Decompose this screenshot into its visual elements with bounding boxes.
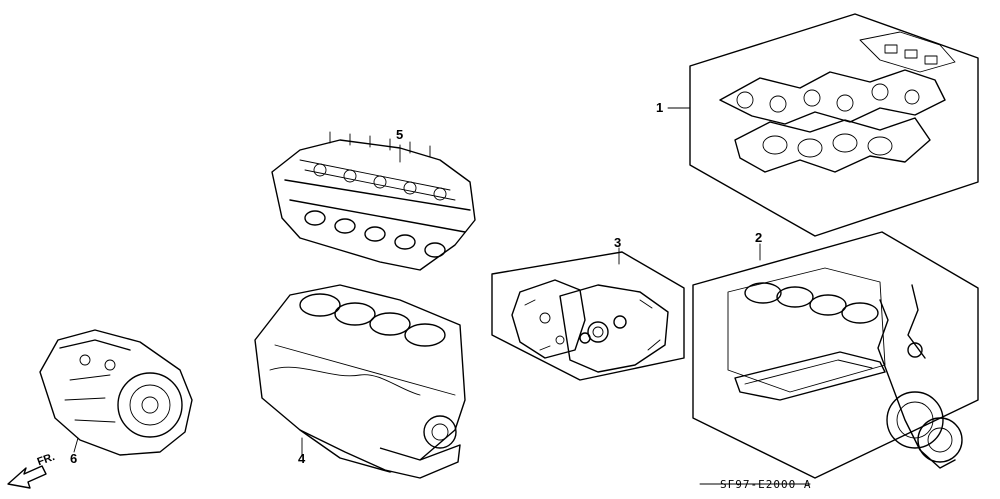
transmission (39, 329, 193, 456)
callout-3: 3 (614, 235, 622, 250)
callout-6: 6 (70, 451, 78, 466)
cylinder-block (254, 284, 466, 479)
gasket-kit-upper (689, 13, 979, 237)
callout-1: 1 (656, 100, 664, 115)
gasket-kit-lower (692, 231, 979, 479)
front-direction-arrow-icon (7, 465, 47, 489)
drawing-code: SF97-E2000 A (720, 478, 812, 491)
callout-4: 4 (298, 451, 306, 466)
gasket-kit-timing (491, 251, 685, 381)
cylinder-head (271, 131, 476, 271)
callout-2: 2 (755, 230, 763, 245)
callout-5: 5 (396, 127, 404, 142)
